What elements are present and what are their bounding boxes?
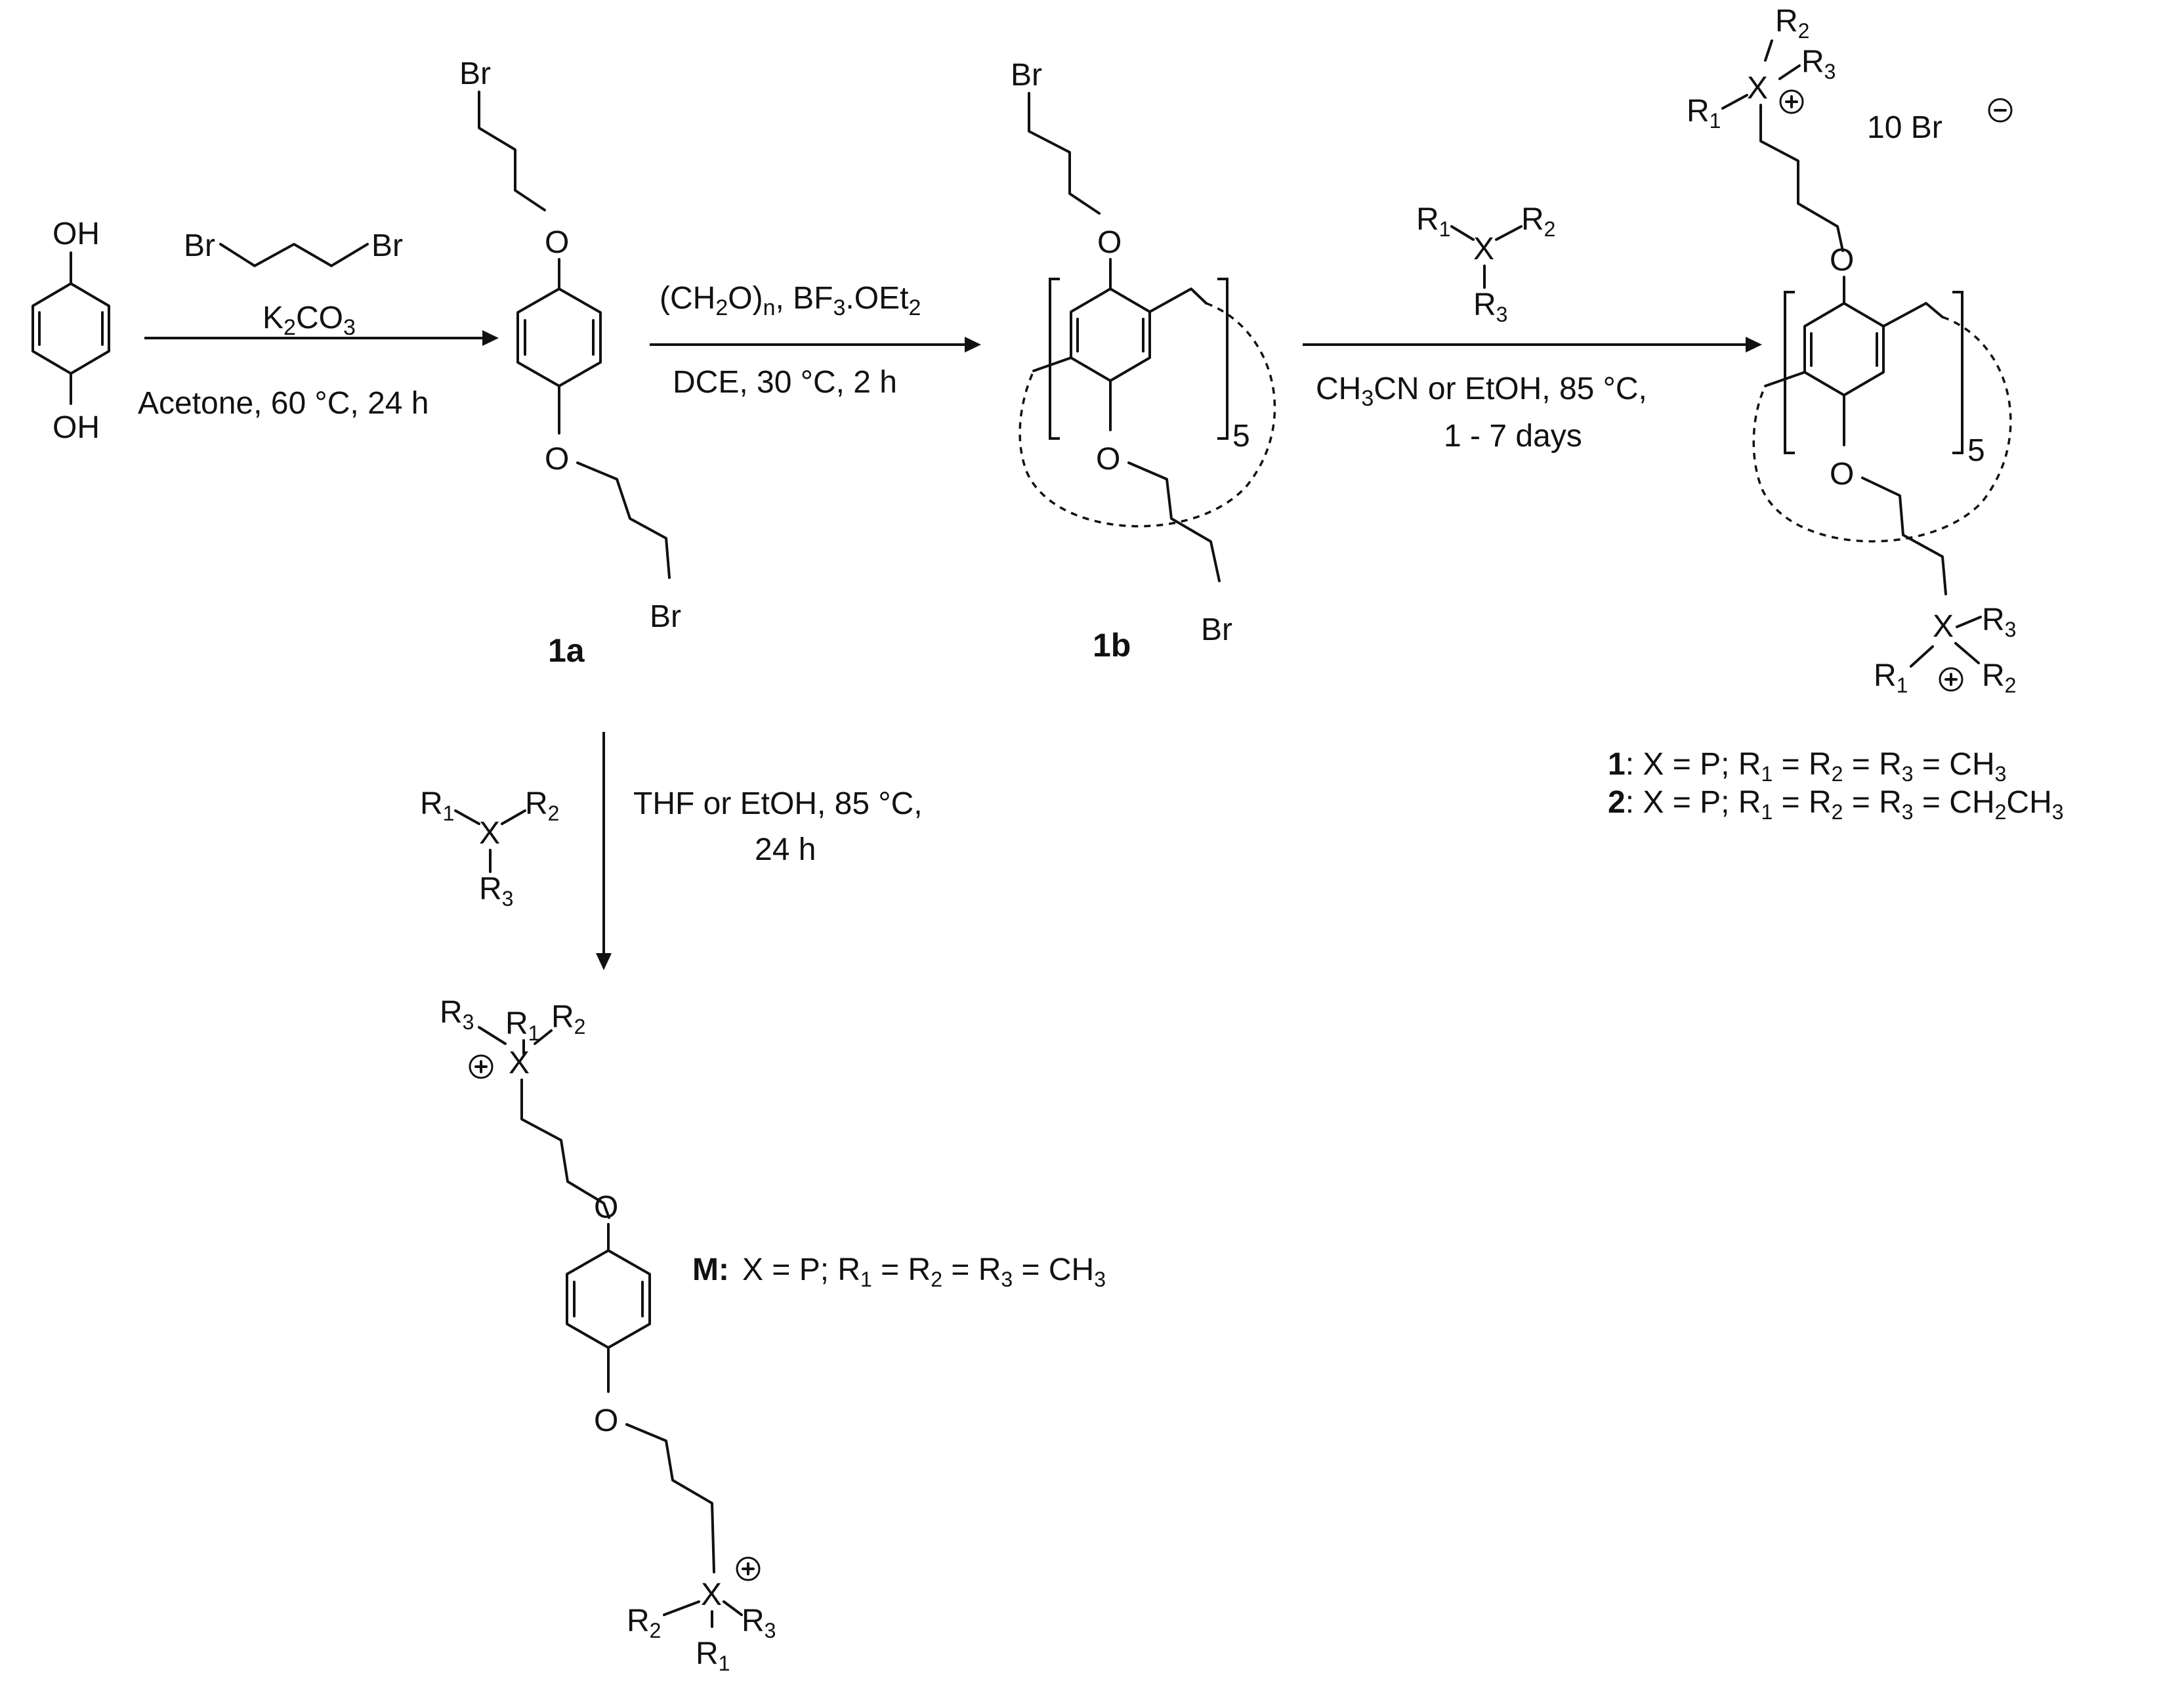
compound-m: R1 R3 R2 X O O X R2 R3 R1 — [440, 995, 776, 1675]
c1b-br-bottom: Br — [1201, 612, 1232, 647]
step2-conditions: DCE, 30 °C, 2 h — [673, 365, 897, 400]
step1-arrow — [144, 330, 499, 346]
step1-base: K2CO3 — [262, 301, 356, 340]
m-bottom-x: X — [701, 1577, 722, 1612]
definition-1: 1: X = P; R1 = R2 = R3 = CH3 — [1608, 747, 2006, 786]
hydroquinone-oh-top: OH — [52, 217, 100, 251]
step3-time: 1 - 7 days — [1444, 419, 1582, 454]
c1b-o-bottom: O — [1096, 442, 1120, 477]
step3-r1: R1 — [1416, 202, 1450, 241]
prod-repeat-5: 5 — [1967, 433, 1985, 468]
step3-r3: R3 — [1473, 288, 1507, 326]
dibromo-br-left: Br — [184, 228, 215, 263]
step4-r2: R2 — [525, 786, 559, 825]
c1a-o-top: O — [545, 225, 569, 260]
m-o-bottom: O — [594, 1403, 618, 1438]
counterion: 10 Br — [1867, 110, 1942, 145]
step3-x: X — [1473, 232, 1494, 267]
step4-conditions: THF or EtOH, 85 °C, — [633, 786, 923, 821]
prod-top-x: X — [1747, 71, 1768, 106]
step4-arrow — [596, 732, 612, 970]
step2-arrow — [650, 337, 981, 352]
step3-reagent-xr3: R1 X R2 R3 — [1416, 202, 1555, 326]
step3-arrow — [1303, 337, 1762, 352]
step4-reagent-xr3: R1 X R2 R3 — [420, 786, 559, 910]
step1-conditions: Acetone, 60 °C, 24 h — [138, 386, 429, 421]
prod-bottom-r3: R3 — [1982, 603, 2016, 641]
c1b-o-top: O — [1097, 225, 1122, 260]
step4-r3: R3 — [479, 872, 513, 910]
definition-m: M:X = P; R1 = R2 = R3 = CH3 — [692, 1252, 1106, 1291]
prod-bottom-r1: R1 — [1874, 658, 1908, 697]
definition-2: 2: X = P; R1 = R2 = R3 = CH2CH3 — [1608, 785, 2064, 824]
prod-top-r2: R2 — [1775, 4, 1809, 43]
c1a-br-bottom: Br — [650, 599, 681, 634]
m-top-r1: R1 — [505, 1006, 539, 1045]
compound-1b: Br O O Br 5 — [1011, 58, 1276, 647]
m-top-r2: R2 — [551, 1000, 585, 1038]
m-o-top: O — [594, 1190, 618, 1225]
prod-top-r3: R3 — [1801, 45, 1836, 83]
products-1-2: R2 R3 X R1 10 Br O O 5 X R3 R2 R1 — [1687, 4, 2016, 697]
compound-1a: Br O O Br — [459, 56, 681, 634]
prod-bottom-r2: R2 — [1982, 658, 2016, 697]
step4-r1: R1 — [420, 786, 454, 825]
label-1a: 1a — [548, 632, 585, 669]
prod-o-top: O — [1830, 243, 1854, 278]
prod-bottom-x: X — [1933, 609, 1954, 644]
step4-time: 24 h — [755, 832, 816, 867]
hydroquinone: OH OH — [32, 217, 110, 445]
m-top-x: X — [509, 1046, 530, 1080]
m-top-r3: R3 — [440, 995, 474, 1034]
c1b-repeat-5: 5 — [1232, 419, 1250, 454]
m-bottom-r2: R2 — [627, 1604, 661, 1642]
m-bottom-r1: R1 — [696, 1636, 730, 1675]
step4-x: X — [479, 816, 500, 851]
c1a-o-bottom: O — [545, 442, 569, 477]
prod-o-bottom: O — [1830, 457, 1854, 492]
label-1b: 1b — [1093, 627, 1131, 664]
c1a-br-top: Br — [459, 56, 491, 91]
c1b-br-top: Br — [1011, 58, 1042, 93]
m-bottom-r3: R3 — [742, 1604, 776, 1642]
step3-conditions: CH3CN or EtOH, 85 °C, — [1316, 372, 1647, 411]
prod-top-r1: R1 — [1687, 94, 1721, 133]
step1-reagent-dibromopropane: Br Br — [184, 228, 403, 267]
dibromo-br-right: Br — [371, 228, 403, 263]
step2-reagents: (CH2O)n, BF3.OEt2 — [660, 281, 921, 320]
step3-r2: R2 — [1521, 202, 1555, 241]
hydroquinone-oh-bottom: OH — [52, 410, 100, 445]
